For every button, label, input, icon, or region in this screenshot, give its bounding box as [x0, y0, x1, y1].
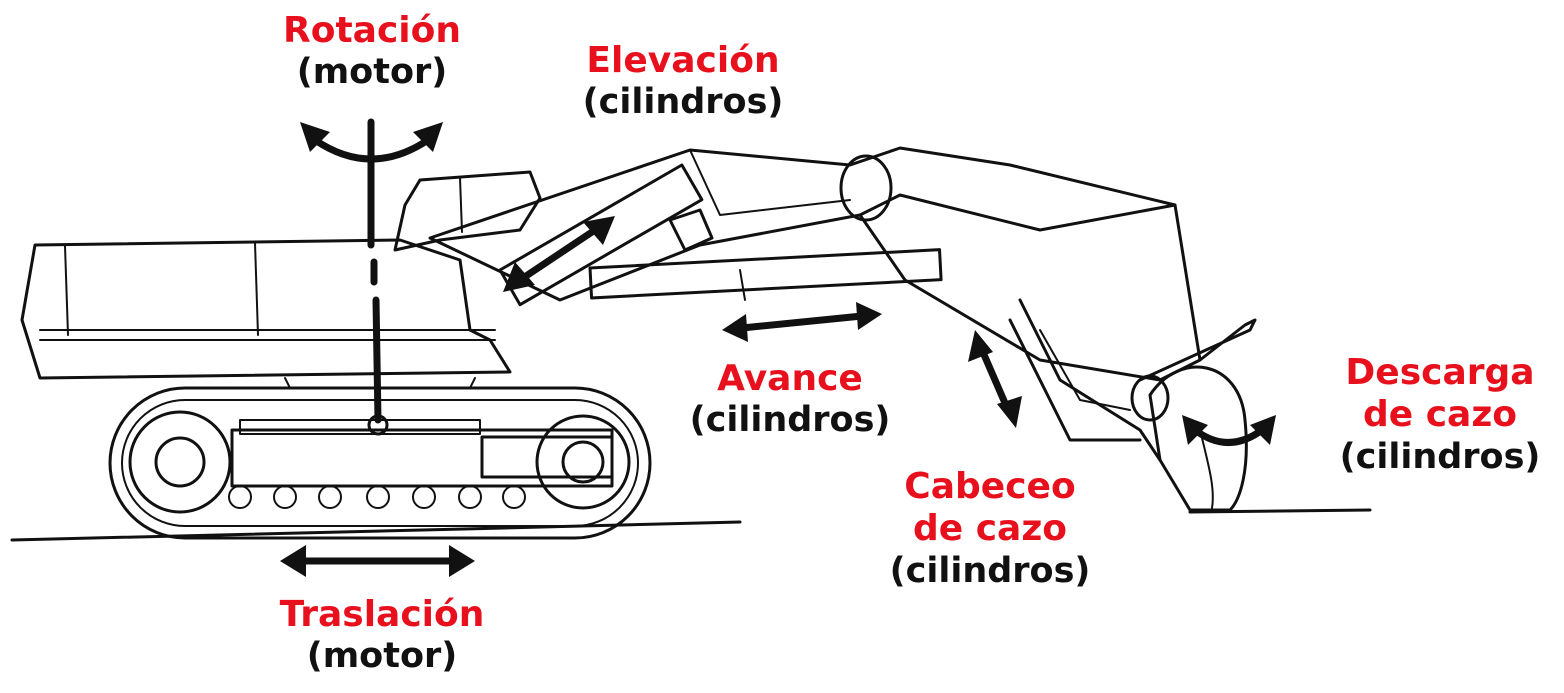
machine-body	[20, 170, 542, 389]
cabeceo-arrow-icon	[968, 330, 1022, 428]
label-cabeceo-sub: (cilindros)	[889, 550, 1091, 591]
elevation-arrow-icon	[503, 216, 615, 292]
label-avance-title: Avance	[717, 358, 863, 399]
label-cabeceo: Cabeceo de cazo (cilindros)	[870, 466, 1110, 592]
avance-arrow-icon	[722, 302, 882, 342]
rotation-axis	[367, 118, 389, 436]
label-descarga: Descarga de cazo (cilindros)	[1320, 352, 1560, 478]
label-cabeceo-title-2: de cazo	[912, 508, 1068, 550]
crawler-track	[108, 386, 652, 540]
rotation-arrow-icon	[300, 122, 443, 163]
label-elevacion: Elevación (cilindros)	[558, 40, 808, 124]
ground-line-right	[1188, 508, 1372, 514]
label-elevacion-title: Elevación	[586, 40, 780, 81]
label-cabeceo-title-1: Cabeceo	[904, 466, 1076, 507]
label-traslacion-title: Traslación	[279, 594, 485, 635]
traslacion-arrow-icon	[280, 545, 475, 577]
label-descarga-sub: (cilindros)	[1339, 436, 1541, 477]
label-rotacion-title: Rotación	[283, 10, 461, 51]
label-descarga-title-1: Descarga	[1345, 352, 1535, 393]
label-descarga-title-2: de cazo	[1362, 394, 1518, 436]
descarga-arrow-icon	[1182, 415, 1276, 446]
label-traslacion-sub: (motor)	[306, 636, 458, 677]
label-avance: Avance (cilindros)	[670, 358, 910, 442]
label-rotacion-sub: (motor)	[296, 52, 448, 93]
label-rotacion: Rotación (motor)	[262, 10, 482, 94]
label-elevacion-sub: (cilindros)	[582, 82, 784, 123]
label-avance-sub: (cilindros)	[689, 400, 891, 441]
boom-and-arm	[428, 146, 1202, 382]
ground-line-left	[10, 520, 742, 542]
bucket	[1008, 298, 1257, 512]
label-traslacion: Traslación (motor)	[262, 594, 502, 678]
